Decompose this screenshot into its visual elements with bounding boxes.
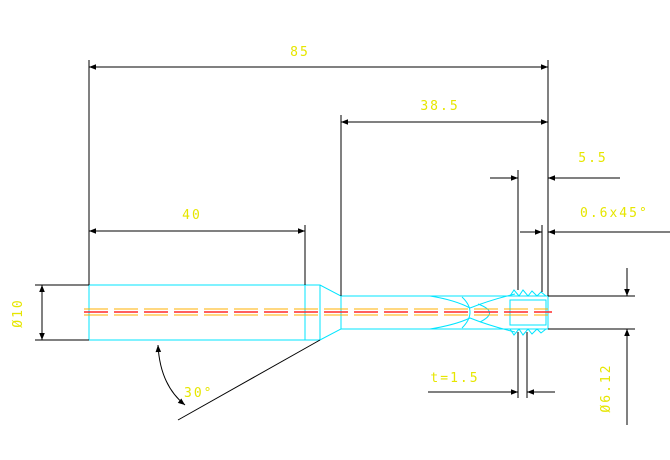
flute-curve [461,296,471,329]
tip-teeth-top [509,289,547,297]
label-diameter-6-12: Ø6.12 [599,363,614,412]
angle-leader [177,339,321,421]
label-5-5: 5.5 [578,151,607,166]
label-diameter-10: Ø10 [11,298,26,327]
label-angle: 30° [184,386,213,401]
flute-curve [429,317,516,333]
dimension-lines [35,60,670,425]
label-40: 40 [182,208,202,223]
tip-teeth-bottom [509,328,547,336]
angle-arc [155,344,186,406]
flute-curve [477,303,490,323]
flute-curve [429,293,516,309]
center-lines [84,308,552,316]
dimension-labels: 85 38.5 5.5 0.6x45° 40 Ø10 30° t=1.5 Ø6.… [11,45,649,413]
label-thickness: t=1.5 [430,371,479,386]
tool-outline [88,284,549,341]
label-38-5: 38.5 [420,99,459,114]
label-chamfer: 0.6x45° [580,206,649,221]
label-85: 85 [290,45,310,60]
